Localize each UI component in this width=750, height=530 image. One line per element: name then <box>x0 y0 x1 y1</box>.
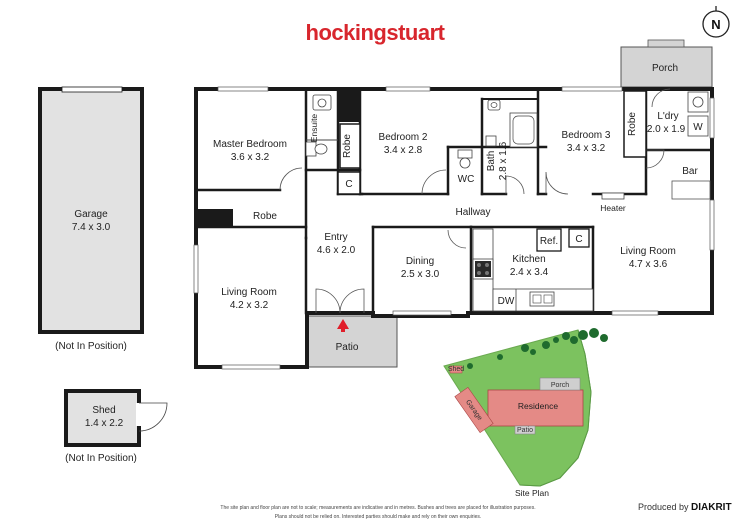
garage: Garage 7.4 x 3.0 (Not In Position) <box>38 86 144 352</box>
master-name: Master Bedroom <box>213 139 287 150</box>
entry-name: Entry <box>324 232 347 243</box>
brand-logo: hockingstuart <box>306 20 446 45</box>
cupboard-1-label: C <box>345 179 352 190</box>
kitchen-name: Kitchen <box>512 254 545 265</box>
laundry-dims: 2.0 x 1.9 <box>647 124 686 135</box>
robe-master-label: Robe <box>253 211 277 222</box>
laundry-fixtures <box>687 91 709 137</box>
garage-note: (Not In Position) <box>55 341 127 352</box>
bar-label: Bar <box>682 166 698 177</box>
kitchen-fixtures <box>472 228 594 312</box>
bed2-dims: 3.4 x 2.8 <box>384 145 423 156</box>
site-residence: Residence <box>518 401 558 411</box>
laundry-name: L'dry <box>657 111 678 122</box>
heater-label: Heater <box>600 203 626 213</box>
windows <box>193 86 715 370</box>
tree-icons <box>467 328 608 369</box>
robe-bed2-label: Robe <box>342 134 353 158</box>
disclaimer-line2: Plans should not be relied on. Intereste… <box>275 514 482 520</box>
living-right-name: Living Room <box>620 246 676 257</box>
site-plan: Residence Porch Patio Garage Shed Site P… <box>443 328 608 498</box>
compass-label: N <box>711 17 720 32</box>
doors <box>279 88 671 314</box>
shed: Shed 1.4 x 2.2 (Not In Position) <box>64 389 168 464</box>
living-right-dims: 4.7 x 3.6 <box>629 259 668 270</box>
garage-name: Garage <box>74 209 108 220</box>
bath-name: Bath <box>486 151 497 172</box>
wall-post <box>338 91 360 122</box>
shed-name: Shed <box>92 405 115 416</box>
wall-post <box>197 209 233 227</box>
kitchen-dims: 2.4 x 3.4 <box>510 267 549 278</box>
robe-bed3-box <box>623 90 647 158</box>
ensuite-label: Ensuite <box>309 114 319 143</box>
site-porch: Porch <box>551 382 569 389</box>
bath-fixtures <box>482 98 538 148</box>
fridge-label: Ref. <box>540 236 558 247</box>
dining-name: Dining <box>406 256 434 267</box>
wc-fixtures <box>457 149 473 169</box>
ensuite-fixtures <box>305 94 338 157</box>
dishwasher-label: DW <box>498 296 515 307</box>
porch: Porch <box>620 39 713 88</box>
living-left-name: Living Room <box>221 287 277 298</box>
laundry-w-label: W <box>693 122 703 133</box>
site-plan-caption: Site Plan <box>515 488 549 498</box>
site-patio: Patio <box>517 427 533 434</box>
bath-dims: 2.8 x 1.6 <box>498 141 509 180</box>
living-left-dims: 4.2 x 3.2 <box>230 300 269 311</box>
north-compass-icon: N <box>702 6 730 38</box>
site-shed: Shed <box>448 366 464 373</box>
entry-dims: 4.6 x 2.0 <box>317 245 356 256</box>
bed2-name: Bedroom 2 <box>379 132 428 143</box>
master-dims: 3.6 x 3.2 <box>231 152 270 163</box>
patio: Patio <box>305 315 398 368</box>
disclaimer-line1: The site plan and floor plan are not to … <box>220 505 535 511</box>
robe-bed2-box <box>339 123 361 169</box>
cupboard-2-label: C <box>575 234 582 245</box>
credit-prefix: Produced by <box>638 502 689 512</box>
credit-company: DIAKRIT <box>691 502 732 513</box>
hallway-label: Hallway <box>455 207 490 218</box>
shed-dims: 1.4 x 2.2 <box>85 418 124 429</box>
entry-arrow-icon <box>337 319 349 329</box>
porch-label: Porch <box>652 63 678 74</box>
dining-dims: 2.5 x 3.0 <box>401 269 440 280</box>
patio-label: Patio <box>336 342 359 353</box>
heater-icon <box>601 192 625 200</box>
wc-label: WC <box>458 174 475 185</box>
garage-dims: 7.4 x 3.0 <box>72 222 111 233</box>
robe-bed3-label: Robe <box>627 112 638 136</box>
shed-note: (Not In Position) <box>65 453 137 464</box>
bed3-dims: 3.4 x 3.2 <box>567 143 606 154</box>
bed3-name: Bedroom 3 <box>562 130 611 141</box>
